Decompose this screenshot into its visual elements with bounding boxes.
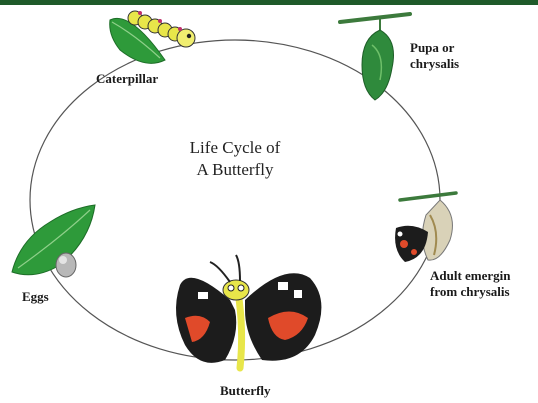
butterfly-label: Butterfly — [220, 383, 271, 399]
eggs-label: Eggs — [22, 289, 49, 305]
eggs-illustration — [12, 205, 95, 277]
title-line1: Life Cycle of — [160, 137, 310, 159]
pupa-label: Pupa or chrysalis — [410, 40, 459, 72]
pupa-label-line1: Pupa or — [410, 40, 459, 56]
butterfly-illustration — [176, 255, 321, 368]
caterpillar-label: Caterpillar — [96, 71, 158, 87]
caterpillar-illustration — [110, 11, 195, 63]
emerging-butterfly-illustration — [395, 193, 456, 262]
adult-label-line2: from chrysalis — [430, 284, 511, 300]
title-line2: A Butterfly — [160, 159, 310, 181]
adult-emerging-label: Adult emergin from chrysalis — [430, 268, 511, 300]
pupa-illustration — [340, 14, 410, 100]
adult-label-line1: Adult emergin — [430, 268, 511, 284]
pupa-label-line2: chrysalis — [410, 56, 459, 72]
diagram-title: Life Cycle of A Butterfly — [160, 137, 310, 181]
